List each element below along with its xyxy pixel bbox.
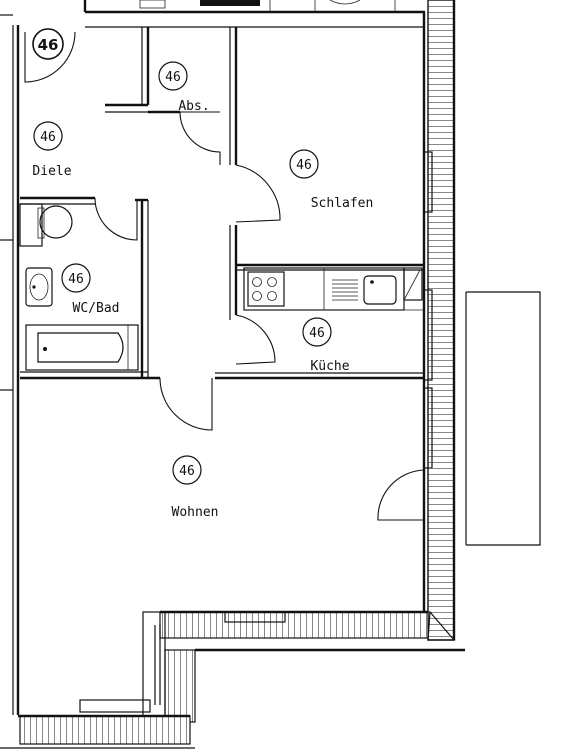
room-abs-number: 46: [165, 70, 181, 85]
right-exterior-wall: [423, 0, 456, 641]
room-wc-bad-label: WC/Bad: [73, 301, 120, 316]
kitchen-fixtures: [243, 267, 424, 311]
room-schlafen: 46 Schlafen: [289, 149, 374, 211]
room-schlafen-number: 46: [296, 158, 312, 173]
room-kueche: 46 Küche: [302, 317, 350, 374]
room-wc-bad-number: 46: [68, 272, 84, 287]
room-kueche-number: 46: [309, 326, 325, 341]
bathtub-icon: [25, 324, 139, 371]
room-abs-label: Abs.: [178, 99, 209, 114]
left-exterior-wall: [0, 14, 20, 715]
balcony: [465, 291, 541, 546]
room-abs: 46 Abs.: [158, 61, 210, 114]
doors: [24, 31, 425, 521]
room-diele: 46 Diele: [32, 121, 72, 179]
bathroom-fixtures: [19, 203, 139, 371]
top-neighbour-strip: [83, 0, 425, 28]
washbasin-icon: [25, 267, 53, 307]
stove-icon: [247, 271, 285, 307]
room-top-left: 46: [32, 28, 64, 60]
bottom-exterior-wall: [0, 610, 465, 749]
room-wohnen-number: 46: [179, 464, 195, 479]
room-wohnen: 46 Wohnen: [172, 455, 219, 520]
room-diele-label: Diele: [32, 164, 71, 179]
interior-walls: [20, 12, 426, 612]
room-wohnen-label: Wohnen: [172, 505, 219, 520]
sink-drainboard-icon: [332, 279, 358, 301]
room-wc-bad: 46 WC/Bad: [61, 263, 120, 316]
room-schlafen-label: Schlafen: [311, 196, 374, 211]
sink-icon: [363, 275, 397, 305]
room-diele-number: 46: [40, 130, 56, 145]
room-kueche-label: Küche: [310, 359, 349, 374]
room-top-left-number: 46: [38, 36, 59, 54]
